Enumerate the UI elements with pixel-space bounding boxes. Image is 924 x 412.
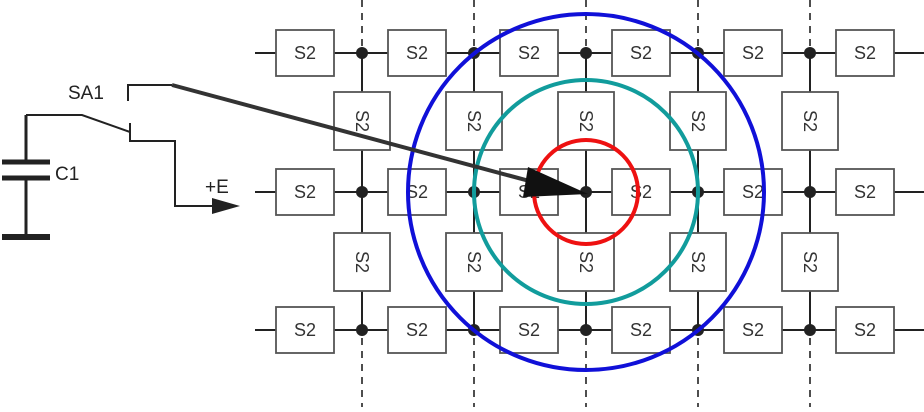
switch-top-lead bbox=[127, 84, 172, 101]
cell-label: S2 bbox=[576, 251, 596, 273]
capacitor-label: C1 bbox=[55, 164, 79, 185]
cell-s2: S2 bbox=[611, 29, 671, 77]
cell-label: S2 bbox=[630, 182, 652, 202]
cell-box bbox=[669, 91, 727, 151]
cell-box bbox=[669, 232, 727, 292]
cell-box bbox=[835, 306, 895, 354]
cell-label: S2 bbox=[742, 182, 764, 202]
cell-label: S2 bbox=[294, 320, 316, 340]
cell-label: S2 bbox=[518, 43, 540, 63]
cell-box bbox=[835, 168, 895, 216]
cell-label: S2 bbox=[630, 43, 652, 63]
cell-s2: S2 bbox=[835, 306, 895, 354]
junction-dot bbox=[580, 186, 592, 198]
cell-s2-vertical: S2 bbox=[445, 91, 503, 151]
cell-label: S2 bbox=[406, 320, 428, 340]
cell-s2-vertical: S2 bbox=[781, 232, 839, 292]
cell-box bbox=[387, 168, 447, 216]
cell-s2: S2 bbox=[835, 168, 895, 216]
cell-label: S2 bbox=[854, 320, 876, 340]
cell-s2: S2 bbox=[275, 168, 335, 216]
junction-dot bbox=[356, 324, 368, 336]
cell-label: S2 bbox=[800, 110, 820, 132]
cell-box bbox=[445, 232, 503, 292]
cell-label: S2 bbox=[742, 43, 764, 63]
cell-label: S2 bbox=[464, 251, 484, 273]
cell-box bbox=[387, 29, 447, 77]
supply-label: +E bbox=[205, 177, 229, 198]
cell-label: S2 bbox=[406, 182, 428, 202]
circuit-left bbox=[2, 84, 230, 240]
cell-label: S2 bbox=[688, 110, 708, 132]
junction-dot bbox=[804, 186, 816, 198]
junction-dot bbox=[804, 324, 816, 336]
junction-dot bbox=[804, 47, 816, 59]
cell-box bbox=[611, 29, 671, 77]
cell-s2: S2 bbox=[275, 29, 335, 77]
cell-label: S2 bbox=[800, 251, 820, 273]
cell-box bbox=[611, 168, 671, 216]
switch-contact bbox=[129, 123, 230, 207]
junction-dot bbox=[580, 324, 592, 336]
cell-s2: S2 bbox=[723, 306, 783, 354]
cell-s2: S2 bbox=[611, 306, 671, 354]
cell-label: S2 bbox=[742, 320, 764, 340]
cell-box bbox=[781, 91, 839, 151]
cell-label: S2 bbox=[406, 43, 428, 63]
cell-box bbox=[723, 29, 783, 77]
cell-s2: S2 bbox=[387, 306, 447, 354]
junction-dot bbox=[356, 186, 368, 198]
cell-s2: S2 bbox=[387, 29, 447, 77]
cell-box bbox=[387, 306, 447, 354]
cell-s2: S2 bbox=[723, 29, 783, 77]
cell-box bbox=[781, 232, 839, 292]
cell-box bbox=[611, 306, 671, 354]
switch-label: SA1 bbox=[68, 83, 104, 104]
wire-cap-to-switch bbox=[26, 114, 131, 133]
cell-label: S2 bbox=[294, 43, 316, 63]
cell-box bbox=[723, 168, 783, 216]
cell-label: S2 bbox=[688, 251, 708, 273]
cell-label: S2 bbox=[854, 43, 876, 63]
cell-s2: S2 bbox=[835, 29, 895, 77]
cell-s2: S2 bbox=[499, 306, 559, 354]
junction-dot bbox=[580, 47, 592, 59]
cell-s2: S2 bbox=[387, 168, 447, 216]
cell-s2-vertical: S2 bbox=[669, 91, 727, 151]
cell-box bbox=[275, 306, 335, 354]
cell-s2: S2 bbox=[275, 306, 335, 354]
cell-label: S2 bbox=[352, 251, 372, 273]
cell-s2-vertical: S2 bbox=[333, 232, 391, 292]
cell-label: S2 bbox=[294, 182, 316, 202]
cell-label: S2 bbox=[352, 110, 372, 132]
cell-label: S2 bbox=[630, 320, 652, 340]
ring-outer bbox=[406, 12, 766, 372]
cell-s2: S2 bbox=[723, 168, 783, 216]
cell-label: S2 bbox=[464, 110, 484, 132]
cell-label: S2 bbox=[576, 110, 596, 132]
cell-box bbox=[333, 232, 391, 292]
cell-s2-vertical: S2 bbox=[445, 232, 503, 292]
cell-box bbox=[499, 29, 559, 77]
pointer-arrow-shaft bbox=[171, 83, 549, 188]
cell-box bbox=[499, 306, 559, 354]
cell-box bbox=[275, 29, 335, 77]
cell-s2: S2 bbox=[499, 29, 559, 77]
cell-box bbox=[835, 29, 895, 77]
cell-label: S2 bbox=[518, 320, 540, 340]
cell-box bbox=[275, 168, 335, 216]
supply-arrow-icon bbox=[212, 198, 240, 214]
cell-s2-vertical: S2 bbox=[781, 91, 839, 151]
cell-box bbox=[445, 91, 503, 151]
pointer-arrow-icon bbox=[523, 167, 588, 197]
junction-dot bbox=[356, 47, 368, 59]
cell-label: S2 bbox=[854, 182, 876, 202]
cell-s2: S2 bbox=[611, 168, 671, 216]
ring-middle bbox=[472, 78, 700, 306]
cell-s2-vertical: S2 bbox=[669, 232, 727, 292]
cell-box bbox=[723, 306, 783, 354]
